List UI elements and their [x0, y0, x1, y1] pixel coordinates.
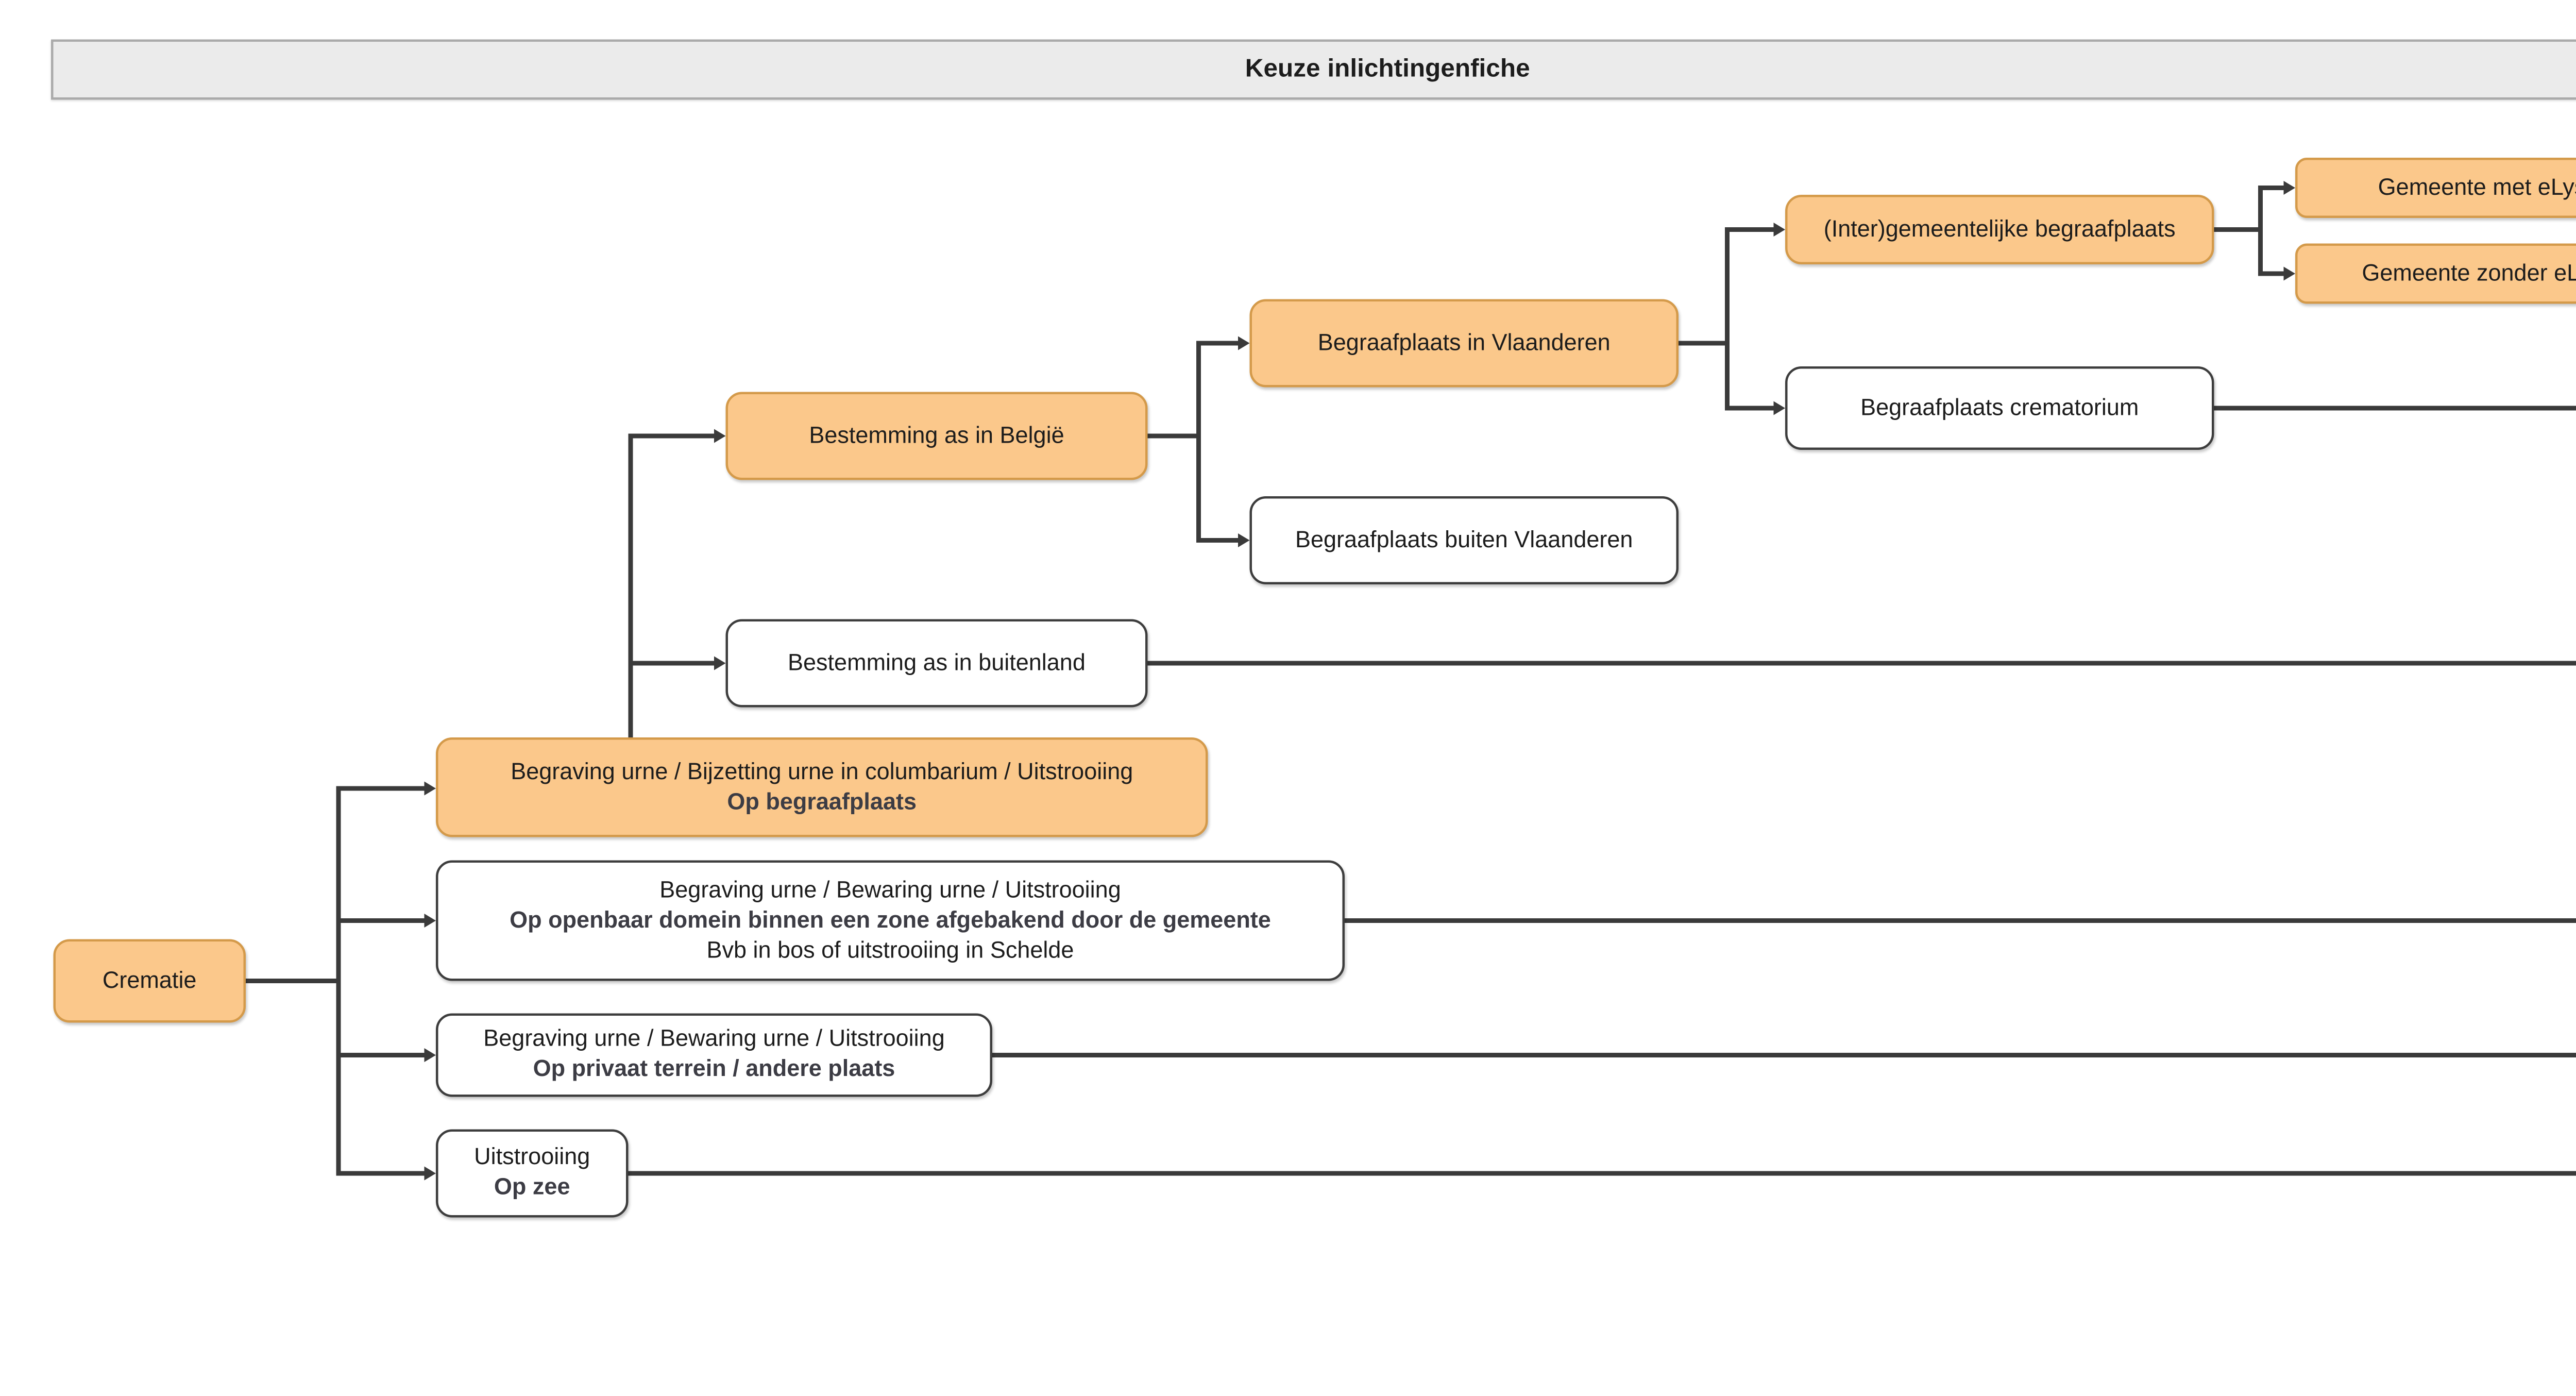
node-gemeente-zonder-elys: Gemeente zonder eLys fiche [2295, 243, 2576, 304]
node-openbaar-line2: Op openbaar domein binnen een zone afgeb… [510, 907, 1271, 934]
arrowhead-into-inter [1773, 221, 1785, 236]
node-bestemming-belgie: Bestemming as in België [725, 392, 1148, 480]
connector-belgie-split [1197, 341, 1200, 542]
connector-branch-zee [336, 1171, 425, 1175]
node-buiten-vlaanderen-label: Begraafplaats buiten Vlaanderen [1295, 527, 1633, 553]
node-inter-label: (Inter)gemeentelijke begraafplaats [1823, 216, 2176, 243]
connector-to-belgie [629, 434, 714, 438]
node-begraving-line1: Begraving urne / Bijzetting urne in colu… [511, 759, 1133, 785]
node-zee-line2: Op zee [494, 1175, 570, 1202]
arrowhead-into-zee [424, 1165, 436, 1180]
node-intergemeentelijke-begraafplaats: (Inter)gemeentelijke begraafplaats [1785, 195, 2214, 264]
connector-crematorium-to-note [2214, 406, 2576, 410]
connector-zee-to-note [628, 1171, 2576, 1175]
node-crematorium-label: Begraafplaats crematorium [1860, 395, 2139, 421]
arrowhead-into-belgie [714, 428, 726, 442]
node-buitenland-label: Bestemming as in buitenland [788, 650, 1086, 676]
connector-inter-out [2214, 228, 2262, 231]
connector-begraving-to-bestemming [629, 434, 633, 740]
node-privaat-line1: Begraving urne / Bewaring urne / Uitstro… [483, 1027, 945, 1053]
arrowhead-into-privaat [424, 1047, 436, 1061]
node-gemeente-met-label: Gemeente met eLys fiche [2378, 175, 2576, 201]
connector-inter-split [2259, 186, 2262, 276]
arrowhead-into-buitenland [714, 655, 726, 669]
node-openbaar-line1: Begraving urne / Bewaring urne / Uitstro… [659, 878, 1121, 903]
arrowhead-into-crematorium [1773, 400, 1785, 414]
connector-branch-begraafplaats [336, 786, 425, 790]
node-bestemming-buitenland: Bestemming as in buitenland [725, 619, 1148, 708]
arrowhead-into-begraving [424, 780, 436, 795]
connector-branch-openbaar [336, 919, 425, 922]
node-uitstrooiing-op-zee: Uitstrooiing Op zee [436, 1129, 629, 1218]
arrowhead-into-vlaanderen [1238, 335, 1250, 349]
node-belgie-label: Bestemming as in België [809, 423, 1064, 449]
connector-to-crematorium [1725, 406, 1774, 410]
connector-vlaanderen-out [1679, 341, 1729, 345]
node-privaat-terrein: Begraving urne / Bewaring urne / Uitstro… [436, 1013, 992, 1097]
arrowhead-into-gemeente-met [2283, 179, 2295, 194]
connector-belgie-out [1147, 434, 1200, 438]
arrowhead-into-buiten-vlaanderen [1238, 532, 1250, 546]
node-begraafplaats-crematorium: Begraafplaats crematorium [1785, 366, 2214, 450]
node-begraving-op-begraafplaats: Begraving urne / Bijzetting urne in colu… [436, 737, 1208, 837]
connector-branch-privaat [336, 1053, 425, 1057]
connector-trunk [336, 786, 341, 1175]
header-left-label: Keuze inlichtingenfiche [1245, 56, 1530, 83]
connector-privaat-to-note [992, 1053, 2576, 1057]
header-keuze-inlichtingenfiche: Keuze inlichtingenfiche [51, 39, 2576, 100]
connector-to-inter [1725, 228, 1774, 231]
node-crematie-label: Crematie [102, 968, 197, 994]
arrowhead-into-openbaar [424, 912, 436, 927]
node-gemeente-zonder-label: Gemeente zonder eLys fiche [2362, 261, 2576, 287]
connector-to-vlaanderen [1197, 341, 1238, 345]
node-begraving-line2: Op begraafplaats [727, 789, 917, 815]
arrowhead-into-gemeente-zonder [2283, 265, 2295, 280]
connector-crematie-to-trunk [246, 979, 341, 983]
node-begraafplaats-buiten-vlaanderen: Begraafplaats buiten Vlaanderen [1249, 496, 1679, 584]
node-gemeente-met-elys: Gemeente met eLys fiche [2295, 158, 2576, 218]
connector-to-buitenland [629, 661, 714, 665]
node-privaat-line2: Op privaat terrein / andere plaats [533, 1057, 895, 1083]
connector-to-buiten-vlaanderen [1197, 539, 1238, 542]
connector-to-gemeente-zonder [2259, 272, 2284, 276]
node-zee-line1: Uitstrooiing [474, 1146, 590, 1171]
connector-vlaanderen-split [1725, 228, 1729, 410]
node-crematie: Crematie [53, 939, 246, 1023]
connector-openbaar-to-note [1345, 919, 2576, 922]
node-openbaar-line3: Bvb in bos of uitstrooiing in Schelde [706, 938, 1074, 964]
node-begraafplaats-vlaanderen: Begraafplaats in Vlaanderen [1249, 299, 1679, 388]
node-vlaanderen-label: Begraafplaats in Vlaanderen [1317, 330, 1611, 356]
connector-to-gemeente-met [2259, 186, 2284, 190]
connector-buitenland-to-note [1147, 661, 2576, 665]
node-openbaar-domein: Begraving urne / Bewaring urne / Uitstro… [436, 860, 1345, 981]
